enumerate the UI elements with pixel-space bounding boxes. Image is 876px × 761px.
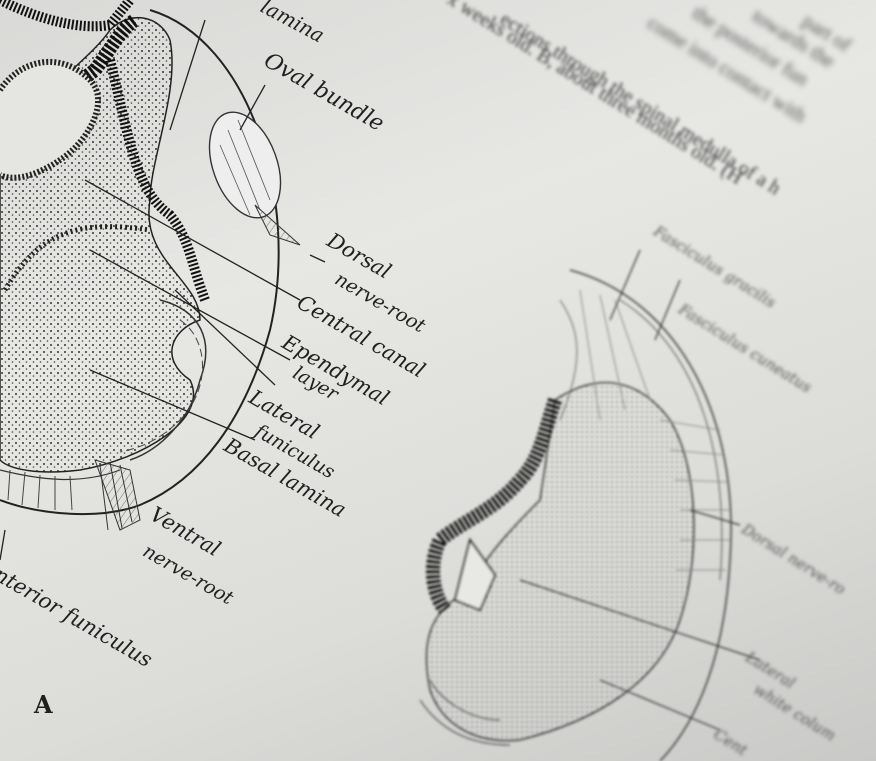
figure-letter-a: A bbox=[34, 690, 53, 719]
